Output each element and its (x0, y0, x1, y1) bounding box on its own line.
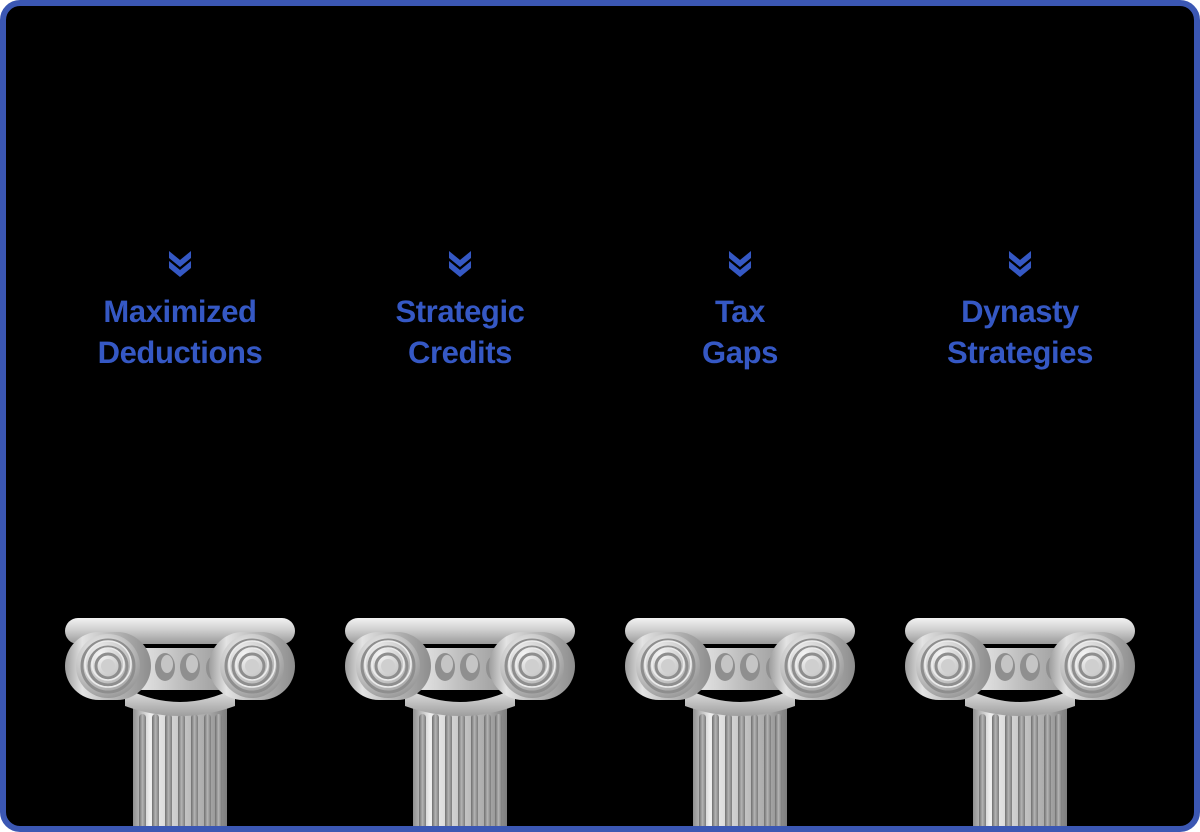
pillar-title: Dynasty Strategies (947, 294, 1093, 370)
pillar-card[interactable]: Maximized Deductions (57, 6, 303, 826)
pillar-title: Strategic Credits (395, 294, 525, 370)
pillar-title: Tax Gaps (702, 294, 778, 370)
ionic-column-capital (337, 610, 583, 826)
pillar-heading: Maximized Deductions (45, 249, 315, 373)
pillar-heading: Tax Gaps (605, 249, 875, 373)
pillars-row: Maximized Deductions (6, 6, 1194, 826)
pillar-heading: Dynasty Strategies (885, 249, 1155, 373)
ionic-column-capital (897, 610, 1143, 826)
pillar-card[interactable]: Tax Gaps (617, 6, 863, 826)
pillar-title: Maximized Deductions (97, 294, 263, 370)
ionic-column-capital (617, 610, 863, 826)
double-chevron-down-icon (447, 249, 473, 277)
ionic-column-capital (57, 610, 303, 826)
double-chevron-down-icon (727, 249, 753, 277)
pillar-card[interactable]: Dynasty Strategies (897, 6, 1143, 826)
double-chevron-down-icon (167, 249, 193, 277)
pillar-card[interactable]: Strategic Credits (337, 6, 583, 826)
double-chevron-down-icon (1007, 249, 1033, 277)
pillar-heading: Strategic Credits (325, 249, 595, 373)
